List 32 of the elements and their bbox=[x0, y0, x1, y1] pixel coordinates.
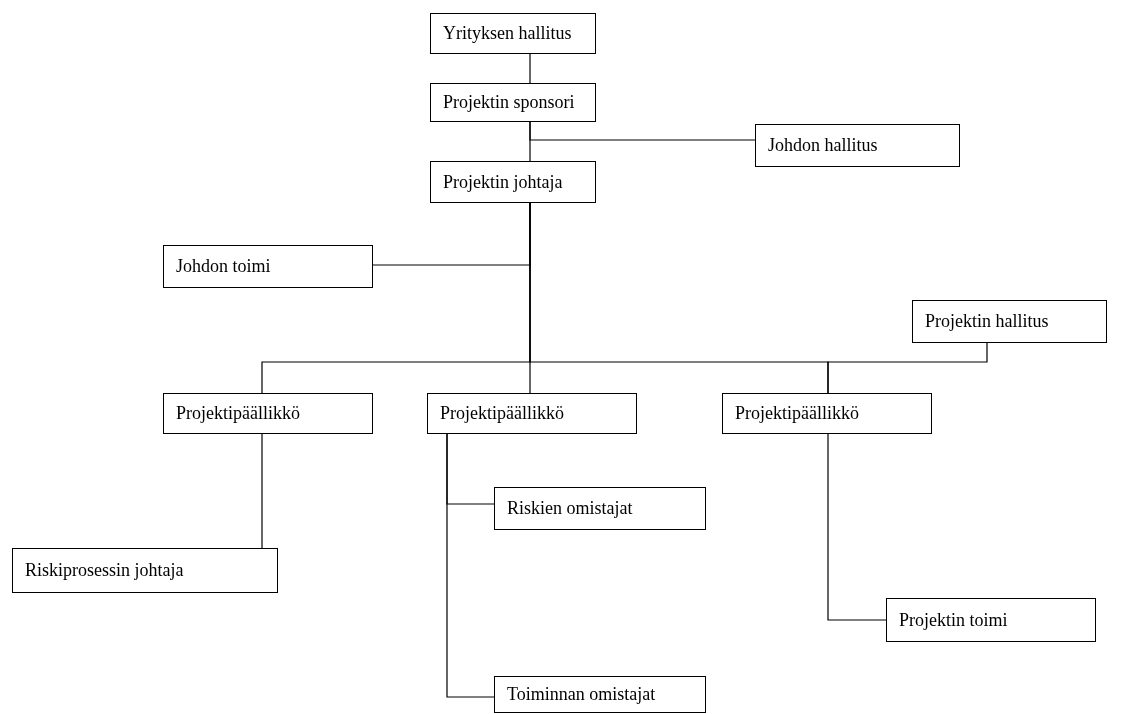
org-box bbox=[494, 676, 706, 713]
org-box bbox=[886, 598, 1096, 642]
role-label: Projektipäällikkö bbox=[176, 403, 300, 424]
role-label: Projektin hallitus bbox=[925, 311, 1049, 332]
org-box bbox=[163, 245, 373, 288]
connector-line bbox=[446, 433, 495, 698]
org-box bbox=[912, 300, 1107, 343]
connector-line bbox=[529, 121, 756, 141]
role-label: Johdon hallitus bbox=[768, 135, 878, 156]
role-label: Riskien omistajat bbox=[507, 498, 633, 519]
connector-line bbox=[529, 53, 531, 84]
org-box bbox=[427, 393, 637, 434]
org-box bbox=[755, 124, 960, 167]
role-label: Yrityksen hallitus bbox=[443, 23, 572, 44]
role-label: Toiminnan omistajat bbox=[507, 684, 656, 705]
role-label: Projektipäällikkö bbox=[440, 403, 564, 424]
role-label: Projektipäällikkö bbox=[735, 403, 859, 424]
connector-line bbox=[261, 433, 263, 549]
org-box bbox=[722, 393, 932, 434]
role-label: Riskiprosessin johtaja bbox=[25, 560, 184, 581]
org-box bbox=[12, 548, 278, 593]
role-label: Projektin toimi bbox=[899, 609, 1008, 631]
org-box bbox=[430, 161, 596, 203]
connector-line bbox=[827, 342, 988, 394]
role-label: Projektin johtaja bbox=[443, 171, 563, 193]
role-label: Johdon toimi bbox=[176, 256, 271, 277]
role-label: Projektin sponsori bbox=[443, 92, 575, 113]
org-box bbox=[430, 13, 596, 54]
org-box bbox=[430, 83, 596, 122]
org-box bbox=[494, 487, 706, 530]
connector-line bbox=[827, 433, 887, 621]
org-box bbox=[163, 393, 373, 434]
